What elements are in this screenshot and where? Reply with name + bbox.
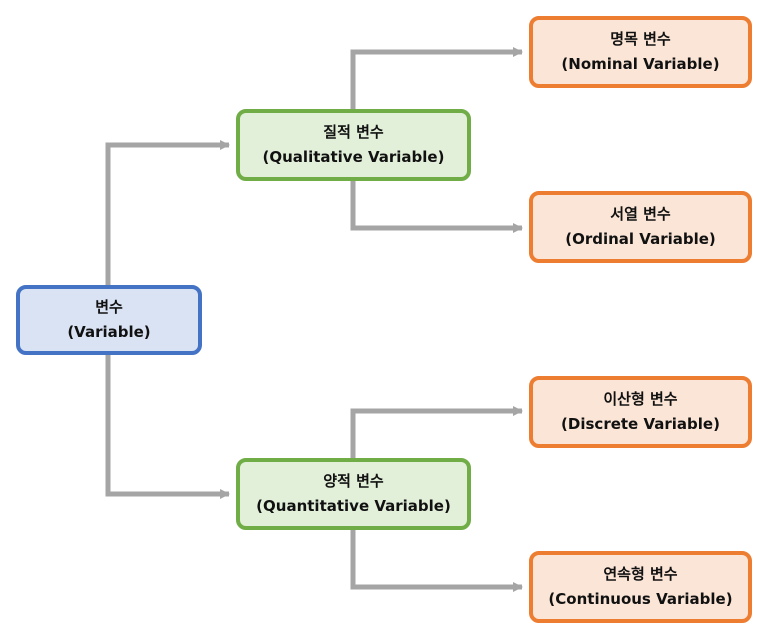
nominal-variable-node: 명목 변수 (Nominal Variable) — [529, 16, 752, 88]
connector-qualitative-to-nominal — [350, 47, 523, 109]
qualitative-variable-node: 질적 변수 (Qualitative Variable) — [236, 109, 471, 181]
discrete-node-title: 이산형 변수 — [603, 390, 678, 408]
variable-node-subtitle: (Variable) — [67, 323, 151, 341]
discrete-node-subtitle: (Discrete Variable) — [561, 415, 720, 433]
qualitative-node-title: 질적 변수 — [323, 123, 384, 141]
variable-node: 변수 (Variable) — [16, 285, 202, 355]
connector-root-to-qualitative — [105, 140, 230, 285]
variable-node-title: 변수 — [95, 298, 123, 316]
ordinal-node-subtitle: (Ordinal Variable) — [565, 230, 716, 248]
nominal-node-subtitle: (Nominal Variable) — [561, 55, 720, 73]
quantitative-node-subtitle: (Quantitative Variable) — [256, 497, 451, 515]
quantitative-variable-node: 양적 변수 (Quantitative Variable) — [236, 458, 471, 530]
connector-qualitative-to-ordinal — [350, 181, 523, 233]
connector-quantitative-to-continuous — [350, 530, 523, 592]
qualitative-node-subtitle: (Qualitative Variable) — [262, 148, 445, 166]
connector-root-to-quantitative — [105, 355, 230, 499]
nominal-node-title: 명목 변수 — [610, 30, 671, 48]
discrete-variable-node: 이산형 변수 (Discrete Variable) — [529, 376, 752, 448]
continuous-variable-node: 연속형 변수 (Continuous Variable) — [529, 551, 752, 623]
continuous-node-title: 연속형 변수 — [603, 565, 678, 583]
continuous-node-subtitle: (Continuous Variable) — [548, 590, 733, 608]
connector-quantitative-to-discrete — [350, 406, 523, 458]
ordinal-node-title: 서열 변수 — [610, 205, 671, 223]
ordinal-variable-node: 서열 변수 (Ordinal Variable) — [529, 191, 752, 263]
quantitative-node-title: 양적 변수 — [323, 472, 384, 490]
